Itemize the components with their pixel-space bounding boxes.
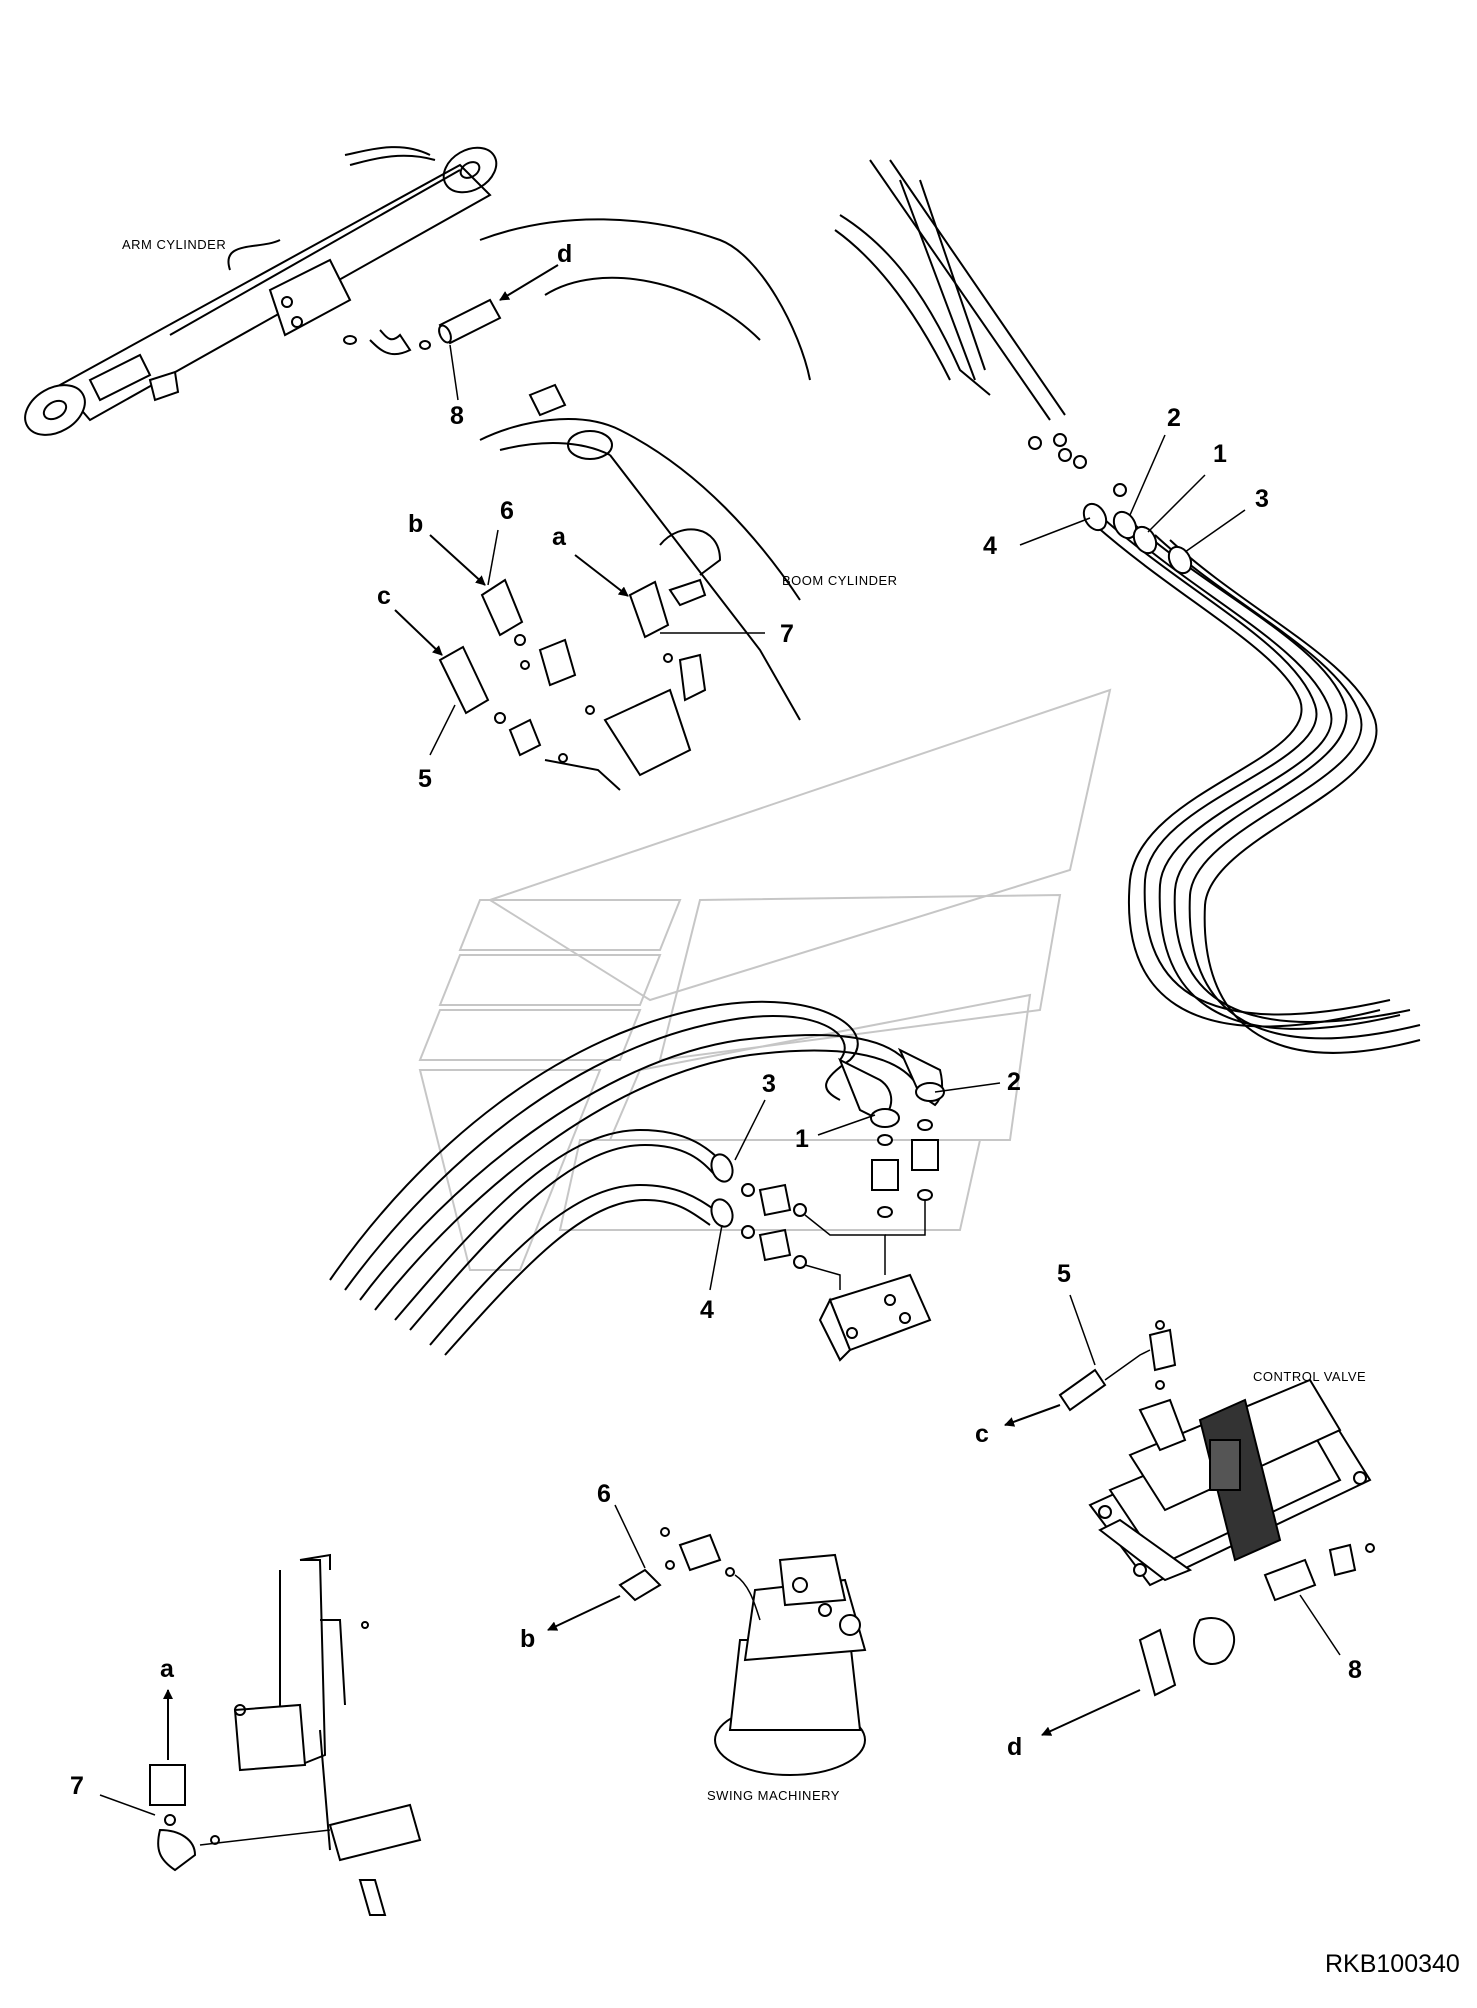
cv-fittings-group bbox=[1058, 1320, 1375, 1697]
boom-6-label: 6 bbox=[500, 497, 514, 525]
center-manifold-lines bbox=[804, 1200, 926, 1290]
boom-b-arrow bbox=[429, 534, 486, 586]
boom-cylinder-caption: BOOM CYLINDER bbox=[782, 573, 898, 588]
upper-2-label: 2 bbox=[1167, 404, 1181, 432]
boom-c-arrow bbox=[394, 609, 443, 656]
center-4-label: 4 bbox=[700, 1296, 714, 1324]
swing-machinery-caption: SWING MACHINERY bbox=[707, 1788, 840, 1803]
boom-b-label: b bbox=[408, 510, 424, 538]
arm-cylinder-caption: ARM CYLINDER bbox=[122, 237, 227, 252]
swing-machinery-drawing bbox=[714, 1553, 867, 1776]
swing-6-label: 6 bbox=[597, 1480, 611, 1508]
upper-4-label: 4 bbox=[983, 532, 997, 560]
arm-d-label: d bbox=[557, 240, 573, 268]
swing-b-label: b bbox=[520, 1625, 536, 1653]
cv-d-arrow bbox=[1041, 1689, 1141, 1736]
center-1-leader bbox=[817, 1114, 876, 1136]
lower-7-leader bbox=[99, 1794, 156, 1816]
arm-8-leader bbox=[449, 344, 459, 401]
center-3-label: 3 bbox=[762, 1070, 776, 1098]
arm-8-label: 8 bbox=[450, 402, 464, 430]
arm-fitting-8 bbox=[438, 298, 502, 345]
upper-3-label: 3 bbox=[1255, 485, 1269, 513]
swing-b-arrow bbox=[547, 1595, 621, 1631]
arm-cylinder-drawing bbox=[24, 146, 498, 436]
upper-1-leader bbox=[1147, 474, 1206, 533]
cv-5-label: 5 bbox=[1057, 1260, 1071, 1288]
upper-1-label: 1 bbox=[1213, 440, 1227, 468]
upper-hose-fittings bbox=[1082, 502, 1193, 575]
swing-line bbox=[734, 1574, 761, 1621]
cv-5-line bbox=[1104, 1349, 1151, 1381]
boom-5-leader bbox=[429, 704, 456, 756]
lower-manifold-7 bbox=[149, 1764, 422, 1916]
cv-c-label: c bbox=[975, 1420, 989, 1448]
upper-arm-structure-drawing bbox=[834, 159, 1127, 497]
hose-bundle-center bbox=[329, 1000, 921, 1356]
boom-6-leader bbox=[487, 529, 499, 586]
center-4-leader bbox=[709, 1224, 723, 1291]
lower-7-line bbox=[199, 1829, 331, 1846]
upper-3-leader bbox=[1184, 509, 1246, 553]
watermark-logo bbox=[418, 688, 1112, 1271]
center-2-leader bbox=[934, 1082, 1001, 1093]
hose-bundle-upper bbox=[1094, 519, 1421, 1054]
cv-d-label: d bbox=[1007, 1733, 1023, 1761]
boom-c-label: c bbox=[377, 582, 391, 610]
lower-7-label: 7 bbox=[70, 1772, 84, 1800]
cv-8-leader bbox=[1299, 1594, 1341, 1656]
upper-4-leader bbox=[1019, 517, 1091, 546]
drawing-code: RKB100340 bbox=[1325, 1950, 1460, 1978]
boom-7-label: 7 bbox=[780, 620, 794, 648]
boom-a-label: a bbox=[552, 523, 566, 551]
center-fittings-group bbox=[710, 1047, 945, 1362]
cv-8-label: 8 bbox=[1348, 1656, 1362, 1684]
control-valve-drawing bbox=[1088, 1378, 1372, 1587]
center-1-label: 1 bbox=[795, 1125, 809, 1153]
center-3-leader bbox=[734, 1099, 766, 1161]
swing-fittings-group bbox=[618, 1527, 735, 1602]
upper-2-leader bbox=[1129, 434, 1166, 516]
boom-a-arrow bbox=[574, 554, 629, 597]
control-valve-caption: CONTROL VALVE bbox=[1253, 1369, 1367, 1384]
swing-6-leader bbox=[614, 1504, 646, 1569]
lower-bracket-drawing bbox=[233, 1553, 369, 1851]
boom-fittings-group bbox=[438, 578, 707, 791]
center-2-label: 2 bbox=[1007, 1068, 1021, 1096]
cv-5-leader bbox=[1069, 1294, 1096, 1366]
cv-c-arrow bbox=[1004, 1404, 1061, 1427]
lower-a-label: a bbox=[160, 1655, 174, 1683]
boom-structure-drawing bbox=[479, 218, 811, 721]
boom-5-label: 5 bbox=[418, 765, 432, 793]
arm-d-arrow bbox=[499, 264, 559, 301]
